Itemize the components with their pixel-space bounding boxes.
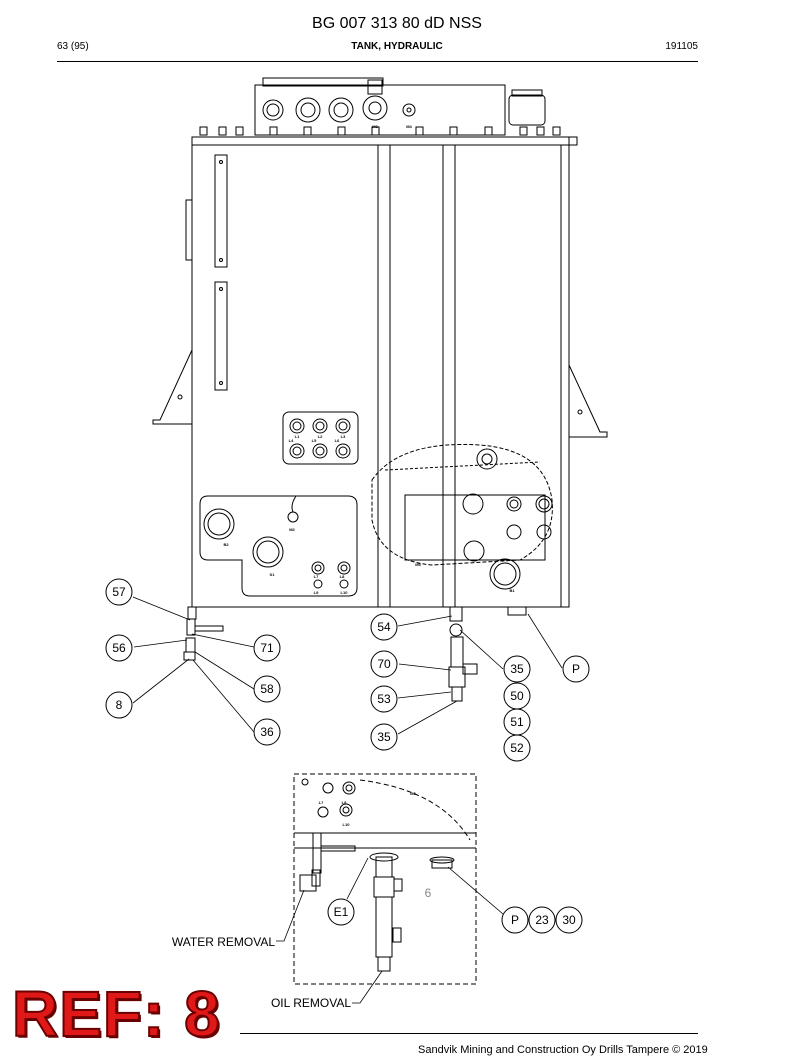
detail-label-l7: L7 [319,800,324,805]
footer-copyright: Sandvik Mining and Construction Oy Drill… [418,1044,708,1056]
bottom-drain-left [187,606,197,620]
port-cap-4 [362,95,388,121]
port-label-m5: M5 [415,562,421,567]
port-label-l2: L2 [318,434,323,439]
port-label-l3: L3 [341,434,346,439]
port-label-m4: M4 [406,124,412,129]
callout-58: 58 [260,682,274,696]
port-label-b2: B2 [223,542,229,547]
port-label-l10: L10 [341,590,349,595]
callout-30: 30 [562,913,576,927]
callout-70: 70 [377,657,391,671]
port-label-l7: L7 [314,574,319,579]
right-mount-bracket [568,364,608,438]
callout-51: 51 [510,715,524,729]
port-label-l6: L6 [335,438,340,443]
callout-35: 35 [510,662,524,676]
oil-removal-label: OIL REMOVAL [271,996,351,1010]
water-removal-label: WATER REMOVAL [172,935,275,949]
flange-b1 [489,558,521,590]
top-cover-lid [262,77,384,87]
detail-label-m5: M5 [410,791,416,796]
bottom-drain-valve [449,606,463,622]
callout-e1: E1 [334,905,349,919]
page-title: TANK, HYDRAULIC [351,41,443,52]
callout-35-lower: 35 [377,730,391,744]
port-label-l9: L9 [314,590,319,595]
callout-50: 50 [510,689,524,703]
port-label-m2: M2 [289,527,295,532]
leader-lines [132,596,563,735]
callout-57: 57 [112,585,126,599]
port-label-s1: S1 [270,572,276,577]
callout-8: 8 [116,698,123,712]
tank-body [191,136,570,608]
left-mount-bracket [152,349,193,425]
port-block [282,411,359,465]
left-drain-fittings [183,618,224,661]
ref-stamp: REF: 8 [11,978,221,1050]
flange-b2 [203,508,235,540]
port-label-l4: L4 [289,438,294,443]
top-bolts [199,126,561,136]
detail-number: 6 [425,886,432,900]
callout-circles [105,578,590,934]
document-number: BG 007 313 80 dD NSS [312,15,482,32]
port-cap-1 [262,99,284,121]
callout-56: 56 [112,641,126,655]
port-label-b1: B1 [509,588,515,593]
footer-rule [240,1033,698,1034]
sight-rail-lower [214,281,228,391]
flange-b3 [252,536,284,568]
callout-23: 23 [535,913,549,927]
header-rule [57,61,698,62]
callout-52: 52 [510,741,524,755]
detail-circle [371,443,553,566]
page-number: 63 (95) [57,41,89,52]
callout-p-detail: P [511,913,519,927]
sight-rail-upper [214,154,228,268]
revision-date: 191105 [665,41,698,52]
port-cap-3 [328,97,354,123]
bottom-plug [507,606,527,616]
flange-panel [199,495,358,597]
port-cap-5 [402,103,416,117]
callout-71: 71 [260,641,274,655]
detail-label-l10: L10 [343,822,351,827]
callout-53: 53 [377,692,391,706]
port-cap-2 [295,97,321,123]
center-drain-fittings [448,623,478,702]
detail-label-l8: L8 [342,800,347,805]
top-cover [254,84,506,136]
port-label-l1: L1 [295,434,300,439]
callout-36: 36 [260,725,274,739]
port-label-l8: L8 [340,574,345,579]
callout-p: P [572,662,580,676]
filler-cap [508,94,546,126]
port-label-l5: L5 [312,438,317,443]
detail-view [293,773,477,985]
callout-54: 54 [377,620,391,634]
detail-view-content [294,778,476,972]
port-label-m3: M3 [372,124,378,129]
